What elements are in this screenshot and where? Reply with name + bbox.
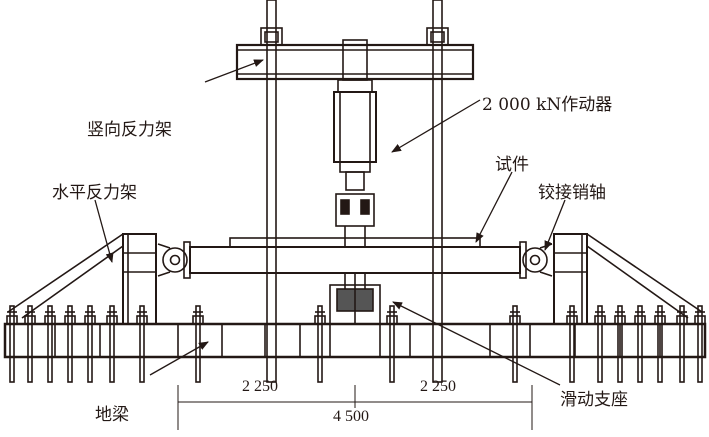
anchor-bolt <box>64 305 76 383</box>
anchor-bolt <box>386 305 398 383</box>
anchor-bolt <box>509 305 521 383</box>
anchor-bolt <box>44 305 56 383</box>
anchor-bolt <box>314 305 326 383</box>
anchor-bolt <box>676 305 688 383</box>
vertical-frame-columns <box>266 0 443 383</box>
label-specimen: 试件 <box>495 155 529 175</box>
dim-total-span: 4 500 <box>333 408 369 425</box>
dim-left-span: 2 250 <box>242 378 278 395</box>
label-ground-beam: 地梁 <box>95 405 129 425</box>
anchor-bolt <box>566 305 578 383</box>
label-horizontal-frame: 水平反力架 <box>52 183 137 203</box>
anchor-bolt <box>106 305 118 383</box>
label-actuator: 2 000 kN作动器 <box>482 95 613 115</box>
anchor-bolt <box>84 305 96 383</box>
dim-right-span: 2 250 <box>420 378 456 395</box>
label-vertical-frame: 竖向反力架 <box>87 120 172 140</box>
hinge-pins <box>157 243 553 277</box>
anchor-bolt <box>24 305 36 383</box>
anchor-bolt <box>192 305 204 383</box>
leader-arrows <box>94 59 566 386</box>
anchor-bolt <box>6 305 18 383</box>
actuator <box>333 39 377 247</box>
label-sliding-support: 滑动支座 <box>560 390 628 410</box>
label-hinge-pin: 铰接销轴 <box>538 183 606 203</box>
specimen <box>183 237 527 290</box>
anchor-bolt <box>594 305 606 383</box>
anchor-bolt <box>694 305 706 383</box>
anchor-bolts <box>6 305 706 383</box>
dimension-lines <box>177 385 533 430</box>
anchor-bolt <box>654 305 666 383</box>
anchor-bolt <box>614 305 626 383</box>
vertical-frame-beam <box>235 27 475 81</box>
anchor-bolt <box>136 305 148 383</box>
anchor-bolt <box>634 305 646 383</box>
sliding-support <box>329 284 381 325</box>
